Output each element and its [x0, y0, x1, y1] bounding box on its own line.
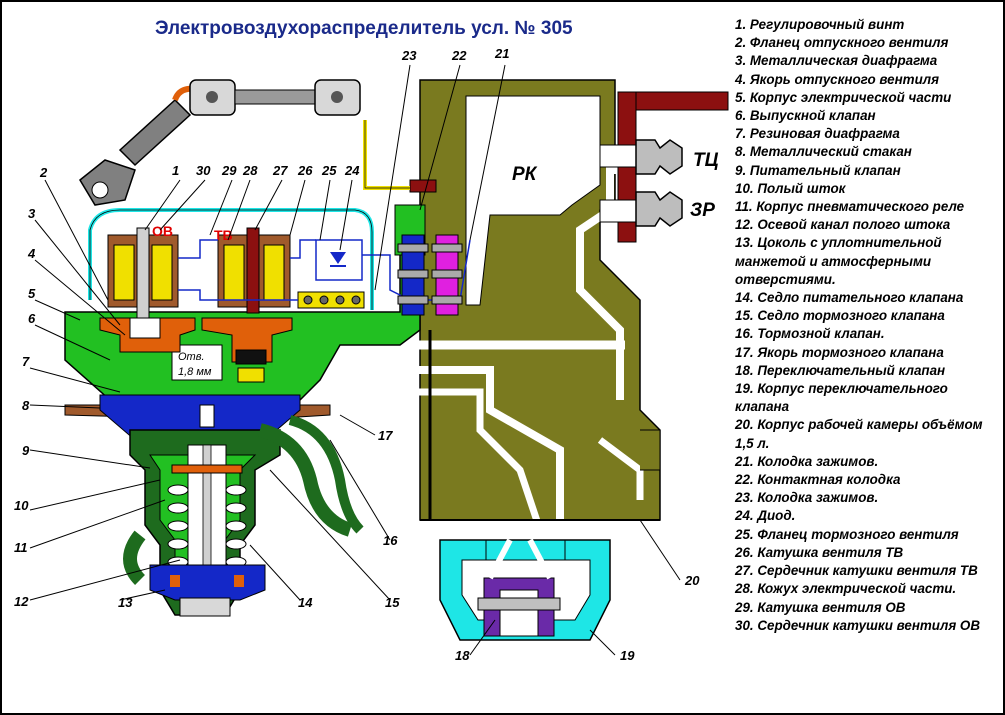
- brake-valve-flange: [201, 317, 293, 365]
- callout-18: 18: [455, 648, 470, 663]
- device-diagram: ТЦ ЗР РК Отв. 1,8 мм ОВ ТВ: [14, 46, 729, 663]
- legend-item: 28. Кожух электрической части.: [735, 581, 957, 597]
- legend-item: 8. Металлический стакан: [735, 144, 912, 160]
- callout-17: 17: [378, 428, 393, 443]
- legend-item: 13. Цоколь с уплотнительной манжетой и а…: [735, 235, 942, 287]
- callout-6: 6: [28, 311, 36, 326]
- legend-item: 26. Катушка вентиля ТВ: [735, 544, 904, 560]
- legend-item: 16. Тормозной клапан.: [735, 326, 885, 342]
- brake-valve-armature: [237, 367, 265, 383]
- parts-legend: 1. Регулировочный винт 2. Фланец отпускно…: [735, 16, 997, 635]
- callout-21: 21: [494, 46, 509, 61]
- legend-item: 2. Фланец отпускного вентиля: [735, 35, 949, 51]
- callout-29: 29: [221, 163, 237, 178]
- callout-22: 22: [451, 48, 467, 63]
- callout-26: 26: [297, 163, 313, 178]
- diode: [315, 239, 363, 281]
- callout-28: 28: [242, 163, 258, 178]
- diagram-title: Электровоздухораспределитель усл. № 305: [155, 18, 573, 39]
- legend-item: 23. Колодка зажимов.: [735, 490, 879, 506]
- legend-item: 22. Контактная колодка: [735, 472, 901, 488]
- legend-item: 6. Выпускной клапан: [735, 108, 876, 124]
- callout-3: 3: [28, 206, 36, 221]
- callout-11: 11: [14, 540, 28, 555]
- legend-item: 19. Корпус переключательного клапана: [735, 381, 948, 415]
- label-tc: ТЦ: [693, 150, 719, 171]
- legend-item: 17. Якорь тормозного клапана: [735, 344, 944, 360]
- legend-item: 7. Резиновая диафрагма: [735, 126, 900, 142]
- diaphragm-assembly: [64, 394, 331, 441]
- legend-item: 24. Диод.: [735, 508, 796, 524]
- power-cable: [363, 120, 410, 190]
- legend-item: 30. Сердечник катушки вентиля ОВ: [735, 617, 981, 633]
- label-rk: РК: [512, 164, 538, 185]
- callout-16: 16: [383, 533, 398, 548]
- legend-item: 27. Сердечник катушки вентиля ТВ: [735, 563, 978, 579]
- label-zr: ЗР: [690, 200, 715, 221]
- callout-30: 30: [196, 163, 211, 178]
- pipe-connections: [599, 91, 729, 243]
- callout-24: 24: [344, 163, 360, 178]
- callout-7: 7: [22, 354, 30, 369]
- callout-19: 19: [620, 648, 635, 663]
- terminal-block-21: [409, 179, 437, 193]
- callout-5: 5: [28, 286, 36, 301]
- release-valve-flange: [99, 317, 196, 353]
- callout-2: 2: [39, 165, 48, 180]
- hole-label-line1: Отв.: [178, 351, 205, 363]
- callout-4: 4: [27, 246, 36, 261]
- coil-tv: [217, 227, 291, 314]
- callout-1: 1: [172, 163, 179, 178]
- callout-20: 20: [684, 573, 700, 588]
- callout-25: 25: [321, 163, 337, 178]
- legend-item: 29. Катушка вентиля ОВ: [735, 599, 906, 615]
- callout-8: 8: [22, 398, 30, 413]
- legend-item: 15. Седло тормозного клапана: [735, 308, 945, 324]
- legend-item: 1. Регулировочный винт: [735, 17, 905, 32]
- legend-item: 9. Питательный клапан: [735, 162, 901, 178]
- callout-15: 15: [385, 595, 400, 610]
- coil-ov: [107, 227, 179, 329]
- legend-item: 4. Якорь отпускного вентиля: [735, 71, 939, 87]
- legend-item: 20. Корпус рабочей камеры объёмом 1,5 л.: [735, 417, 983, 451]
- callout-leaders: [29, 64, 681, 656]
- legend-item: 21. Колодка зажимов.: [735, 453, 879, 469]
- contact-block-22: [397, 234, 463, 316]
- callout-23: 23: [401, 48, 417, 63]
- callout-13: 13: [118, 595, 133, 610]
- terminal-block-23: [297, 291, 365, 309]
- base-socket: [149, 564, 266, 617]
- callout-14: 14: [298, 595, 313, 610]
- legend-item: 18. Переключательный клапан: [735, 362, 946, 378]
- callout-27: 27: [272, 163, 288, 178]
- switching-valve-housing: [439, 538, 611, 641]
- callout-9: 9: [22, 443, 30, 458]
- legend-item: 25. Фланец тормозного вентиля: [735, 526, 959, 542]
- electric-connector-plug: [79, 79, 361, 206]
- legend-item: 10. Полый шток: [735, 180, 846, 196]
- legend-item: 11. Корпус пневматического реле: [735, 199, 965, 215]
- callout-12: 12: [14, 594, 29, 609]
- legend-item: 3. Металлическая диафрагма: [735, 53, 938, 69]
- callout-10: 10: [14, 498, 29, 513]
- label-ov: ОВ: [152, 223, 173, 239]
- legend-item: 14. Седло питательного клапана: [735, 290, 964, 306]
- legend-item: 12. Осевой канал полого штока: [735, 217, 951, 233]
- legend-item: 5. Корпус электрической части: [735, 89, 952, 105]
- hole-label-line2: 1,8 мм: [178, 366, 212, 378]
